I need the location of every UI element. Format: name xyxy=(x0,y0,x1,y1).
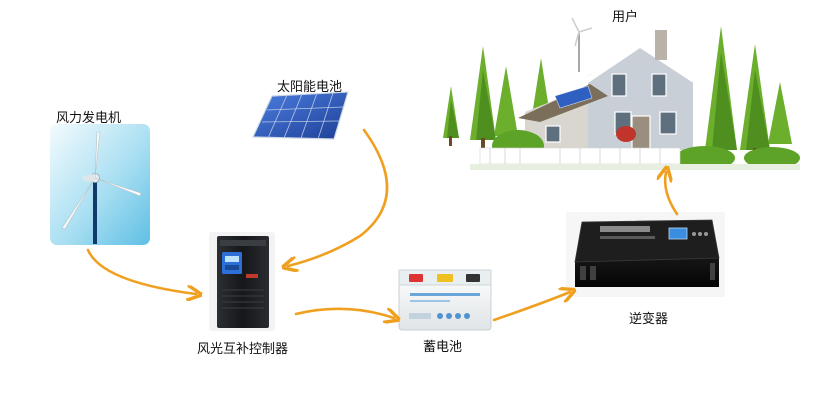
controller-label: 风光互补控制器 xyxy=(197,342,289,357)
house-icon xyxy=(443,17,800,170)
inverter-label: 逆变器 xyxy=(629,312,669,327)
solar-panel-label: 太阳能电池 xyxy=(277,80,343,95)
battery-label: 蓄电池 xyxy=(423,340,463,355)
arrow-controller-to-battery xyxy=(294,307,394,318)
controller-device-icon xyxy=(209,232,275,331)
user-label: 用户 xyxy=(612,10,639,25)
wind-turbine-icon xyxy=(50,124,150,245)
inverter-device-icon xyxy=(566,212,725,297)
arrow-wind-to-controller xyxy=(86,248,196,294)
wind-turbine-label: 风力发电机 xyxy=(56,111,122,126)
battery-icon xyxy=(398,269,492,331)
solar-panel-icon xyxy=(252,91,349,140)
arrow-inverter-to-user xyxy=(665,172,679,216)
arrow-solar-to-controller xyxy=(288,128,389,266)
arrow-battery-to-inverter xyxy=(492,292,570,322)
